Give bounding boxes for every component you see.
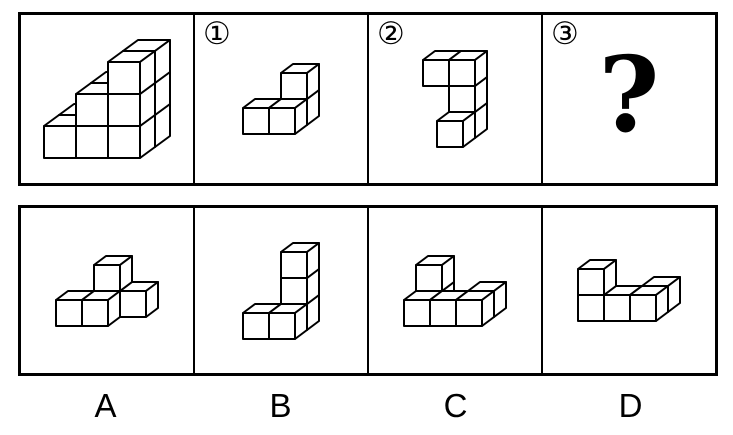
- option-letters-row: A B C D: [18, 386, 718, 426]
- cell-piece-2: ②: [367, 15, 541, 183]
- cube-figure-option-a: [55, 254, 159, 327]
- option-cell-b[interactable]: [193, 208, 367, 373]
- cube-figure-piece-2: [422, 50, 488, 148]
- cell-piece-3-unknown: ③ ?: [541, 15, 715, 183]
- option-cell-c[interactable]: [367, 208, 541, 373]
- option-cell-a[interactable]: [21, 208, 193, 373]
- cube-figure-piece-1: [242, 63, 320, 135]
- cube-figure-option-d: [577, 259, 681, 322]
- circled-number-2: ②: [377, 16, 405, 52]
- option-cell-d[interactable]: [541, 208, 715, 373]
- cube-figure-option-c: [403, 254, 507, 327]
- option-label-c: C: [443, 387, 468, 424]
- cube-figure-option-b: [242, 241, 320, 340]
- cell-target-figure: [21, 15, 193, 183]
- option-label-a: A: [94, 387, 117, 424]
- circled-number-3: ③: [551, 16, 579, 52]
- circled-number-1: ①: [203, 16, 231, 52]
- top-panel: ① ② ③ ?: [18, 12, 718, 186]
- option-label-d: D: [618, 387, 643, 424]
- option-label-b: B: [269, 387, 292, 424]
- cube-figure-target: [43, 39, 171, 159]
- cell-piece-1: ①: [193, 15, 367, 183]
- options-panel: [18, 205, 718, 376]
- question-mark: ?: [598, 33, 660, 156]
